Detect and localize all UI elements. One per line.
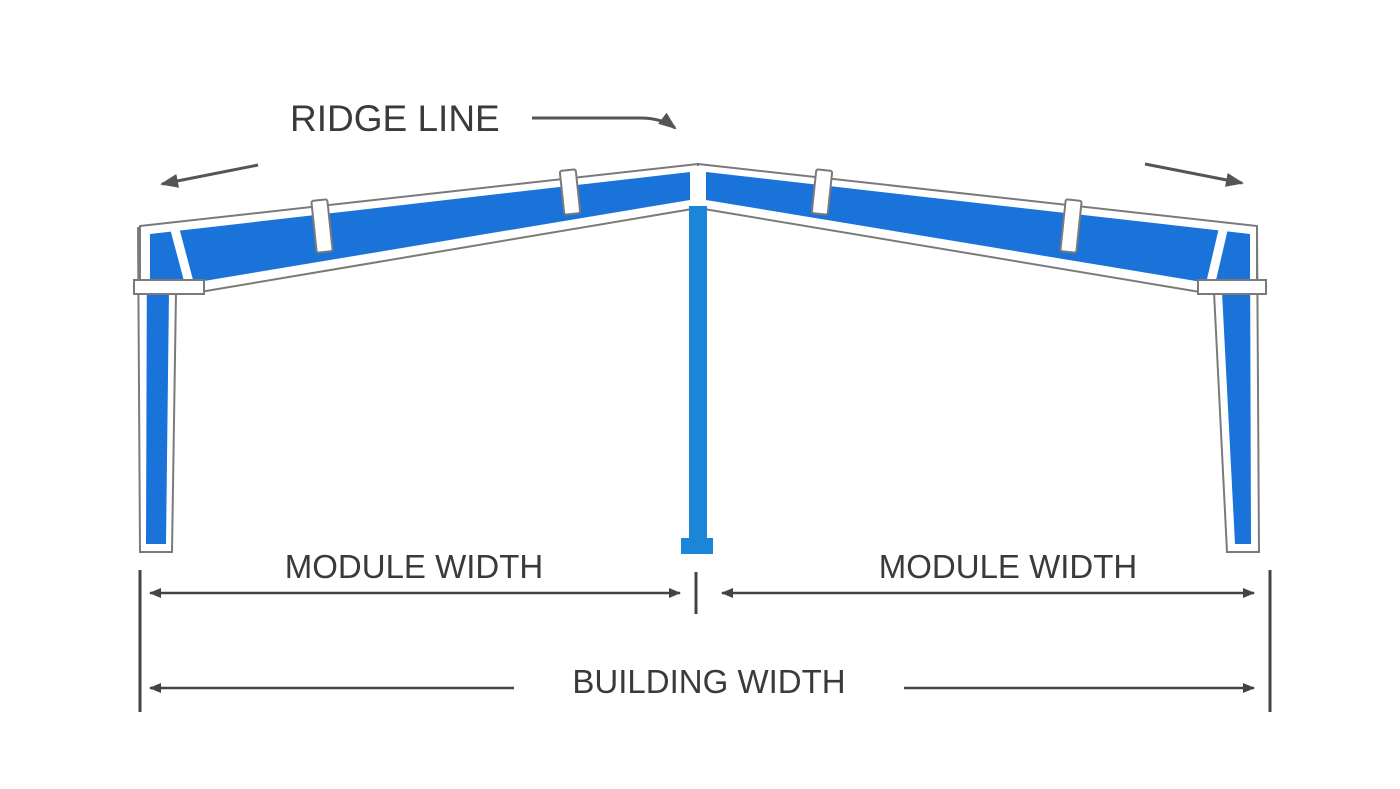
right-rafter <box>697 162 1258 293</box>
rafter-splice-plates <box>310 168 1083 254</box>
roof-slope-arrow-right <box>1144 162 1244 187</box>
left-knee-splice <box>169 224 195 288</box>
left-rafter <box>139 162 699 293</box>
roof-slope-arrow-left <box>160 163 259 188</box>
ridge-line-label: RIDGE LINE <box>290 98 500 139</box>
left-eave-plate <box>133 279 205 295</box>
right-eave-plate <box>1197 279 1267 295</box>
interior-column <box>681 206 713 554</box>
dimension-extension-lines <box>138 570 1272 712</box>
module-width-left-label: MODULE WIDTH <box>285 548 544 585</box>
module-width-right-label: MODULE WIDTH <box>879 548 1138 585</box>
left-column <box>136 227 186 553</box>
building-width-label: BUILDING WIDTH <box>572 663 845 700</box>
ridge-line-arrow <box>532 112 677 130</box>
right-knee-splice <box>1205 224 1229 288</box>
